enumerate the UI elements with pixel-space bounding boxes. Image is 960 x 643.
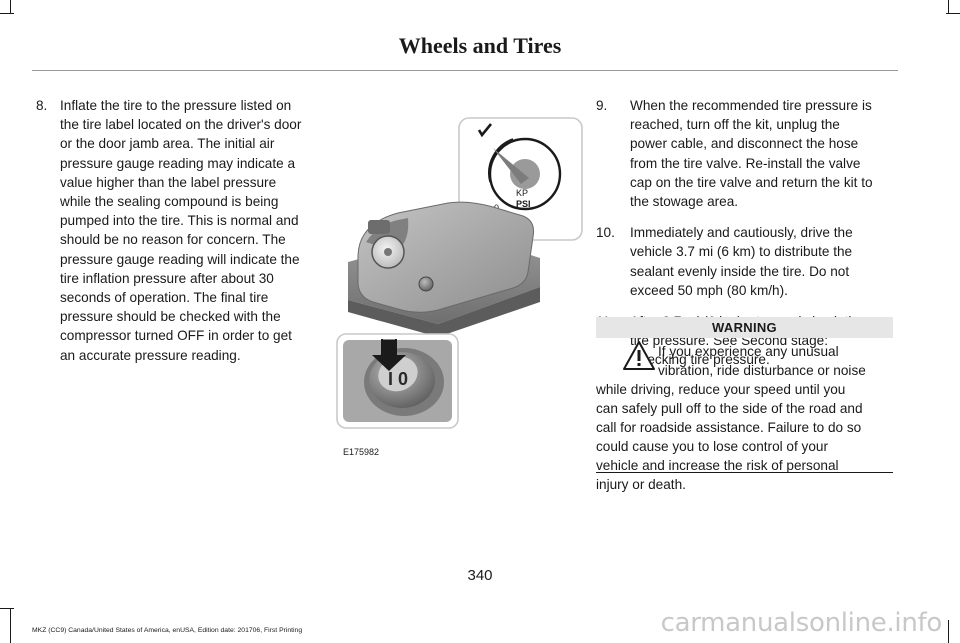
step-text-line: the stowage area. [630,194,739,209]
step-text-line: tire inflation pressure after about 30 [60,270,274,286]
gauge-unit-psi: PSI [516,199,531,209]
step-text-line: sealant evenly inside the tire. Do not [630,263,850,279]
power-switch [418,276,434,292]
crop-mark [10,608,11,643]
header-divider [32,70,898,71]
warning-text-line: vehicle and increase the risk of persona… [596,458,839,473]
page-number: 340 [467,567,493,584]
warning-text: If you experience any unusual vibration, … [596,342,894,494]
edition-footer: MKZ (CC9) Canada/United States of Americ… [32,627,303,634]
crop-mark [10,0,11,14]
step-text-line: seconds of operation. The final tire [60,290,269,305]
step-text-line: an accurate pressure reading. [60,347,241,363]
step-text-line: value higher than the label pressure [60,174,277,190]
checkmark-icon [477,123,493,138]
watermark: carmanualsonline.info [660,608,943,638]
step-text-line: pressure gauge reading will indicate the [60,251,300,267]
step-text-line: exceed 50 mph (80 km/h). [630,282,788,298]
figure-code: E175982 [343,447,380,457]
step-text-line: compressor turned OFF in order to get [60,328,292,344]
crop-mark [948,0,949,14]
step-text-line: or the door jamb area. The initial air [60,136,275,152]
step-text-line: Checking tire pressure. [630,352,770,368]
step-text-line: reached, turn off the kit, unplug the [630,117,840,133]
step-number: 10. [596,225,615,241]
step-text-line: the tire label located on the driver's d… [60,117,302,133]
crop-mark [0,13,14,14]
compressor-kit-illustration [348,201,540,337]
warning-text-line: If you experience any unusual [658,344,839,359]
step-text-line: When the recommended tire pressure is [630,98,872,113]
step-text-line: pressure should be checked with the [60,309,281,325]
warning-triangle-icon [623,341,655,370]
warning-text-line: vibration, ride disturbance or noise [658,363,866,378]
warning-text-line: call for roadside assistance. Failure to… [596,420,862,435]
switch-inset: I 0 [336,333,459,429]
crop-mark [0,608,14,609]
crop-mark [946,13,960,14]
warning-text-line: could cause you to lose control of your [596,439,828,454]
page-title: Wheels and Tires [398,33,562,58]
step-text-line: Immediately and cautiously, drive the [630,225,853,241]
step-text-line: while the sealing compound is being [60,194,279,209]
step-text-line: power cable, and disconnect the hose [630,136,859,152]
warning-heading: WARNING [596,317,893,338]
tire-inflator-figure: 0 KP PSI I 0 [336,117,583,429]
arrow-down-icon [372,339,406,371]
step-text-line: vehicle 3.7 mi (6 km) to distribute the [630,244,853,260]
crop-mark [948,620,949,643]
step-text-line: Inflate the tire to the pressure listed … [60,98,292,113]
step-text-line: from the tire valve. Re-install the valv… [630,155,861,171]
warning-divider [596,472,893,473]
numbered-step: 10. Immediately and cautiously, drive the… [596,223,894,300]
step-number: 9. [596,98,608,113]
step-text-line: pumped into the tire. This is normal and [60,213,299,229]
step-text-line: pressure gauge reading may indicate a [60,155,296,171]
gauge-unit-kp: KP [516,188,528,198]
step-number: 8. [36,98,48,113]
warning-text-line: injury or death. [596,477,686,492]
warning-text-line: can safely pull off to the side of the r… [596,401,863,416]
warning-text-line: while driving, reduce your speed until y… [596,382,846,397]
step-text-line: should be no reason for concern. The [60,232,286,248]
numbered-step: 9. When the recommended tire pressure is r… [596,96,894,211]
switch-label: I 0 [388,369,408,389]
numbered-step: 8. Inflate the tire to the pressure liste… [36,96,308,365]
step-text-line: cap on the tire valve and return the kit… [630,174,873,190]
